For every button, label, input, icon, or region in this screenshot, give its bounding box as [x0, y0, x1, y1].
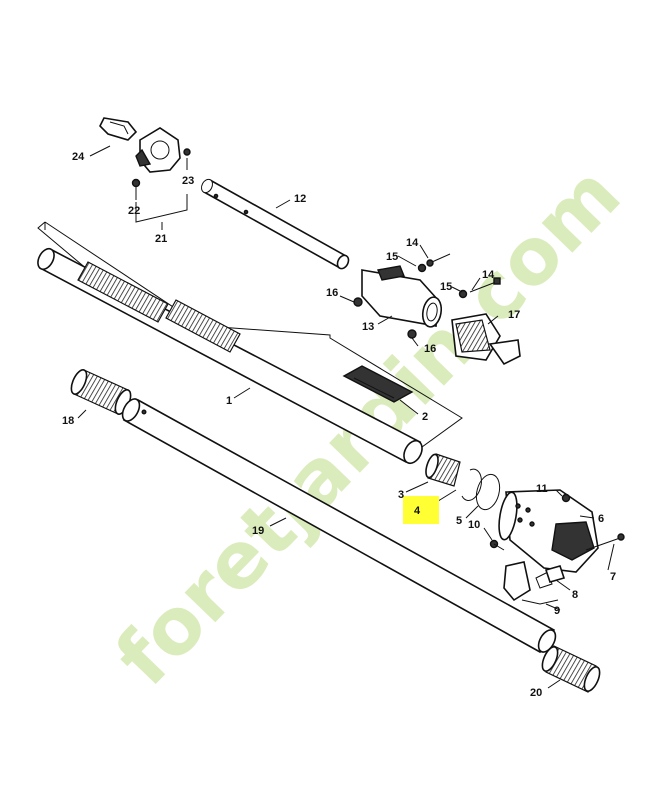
callout-label-10: 10	[468, 519, 480, 531]
callout-label-11: 11	[536, 483, 548, 495]
callout-label-2: 2	[422, 411, 428, 423]
part-20-grip-sleeve	[541, 645, 601, 693]
highlight-marker	[403, 496, 439, 524]
part-19-lower-shaft	[121, 398, 557, 654]
part-13-clamp	[361, 265, 443, 328]
leader-lines	[77, 145, 615, 689]
callout-label-14a: 14	[406, 237, 419, 249]
part-8-pin	[544, 565, 566, 583]
callout-label-18: 18	[62, 415, 74, 427]
part-12-tube	[200, 178, 350, 270]
callout-label-7: 7	[610, 571, 616, 583]
part-3-bearing	[425, 453, 461, 487]
callout-label-22: 22	[128, 205, 140, 217]
callout-label-17: 17	[508, 309, 520, 321]
part-17-coupling	[451, 313, 521, 366]
callout-label-23: 23	[182, 175, 194, 187]
callout-label-13: 13	[362, 321, 374, 333]
callout-label-15a: 15	[386, 251, 398, 263]
part-18-grip-sleeve	[70, 369, 132, 415]
part-23-nut	[183, 148, 191, 156]
callout-label-8: 8	[572, 589, 578, 601]
part-5-oring	[475, 473, 501, 511]
callout-label-5: 5	[456, 515, 462, 527]
part-21-bracket	[135, 127, 181, 173]
part-1-upper-shaft	[37, 247, 423, 465]
part-24-lever	[99, 117, 138, 141]
part-11-nut	[561, 493, 571, 503]
part-2-decal	[342, 365, 414, 403]
callout-label-1: 1	[226, 395, 232, 407]
callout-label-21: 21	[155, 233, 167, 245]
part-10-screw	[489, 539, 505, 551]
callout-label-12: 12	[294, 193, 306, 205]
callout-label-16a: 16	[326, 287, 338, 299]
callout-label-20: 20	[530, 687, 542, 699]
part-6-housing	[498, 489, 599, 573]
callout-label-3: 3	[398, 489, 404, 501]
callout-label-19: 19	[252, 525, 264, 537]
part-9-pieces	[503, 561, 553, 602]
part-15-washers	[417, 263, 468, 299]
part-22-screw	[131, 178, 141, 200]
part-4-circlip	[461, 468, 482, 501]
callout-label-16b: 16	[424, 343, 436, 355]
callout-label-14b: 14	[482, 269, 495, 281]
callout-label-4: 4	[414, 505, 421, 517]
callout-label-15b: 15	[440, 281, 452, 293]
callout-label-6: 6	[598, 513, 604, 525]
part-14-screws	[426, 253, 501, 293]
part-7-bolt	[585, 533, 625, 551]
callout-label-9: 9	[554, 605, 560, 617]
callout-labels: 1 2 3 4 5 6 7 8 9 10 11 12 13 14 14 15 1…	[62, 151, 616, 699]
callout-label-24: 24	[72, 151, 85, 163]
